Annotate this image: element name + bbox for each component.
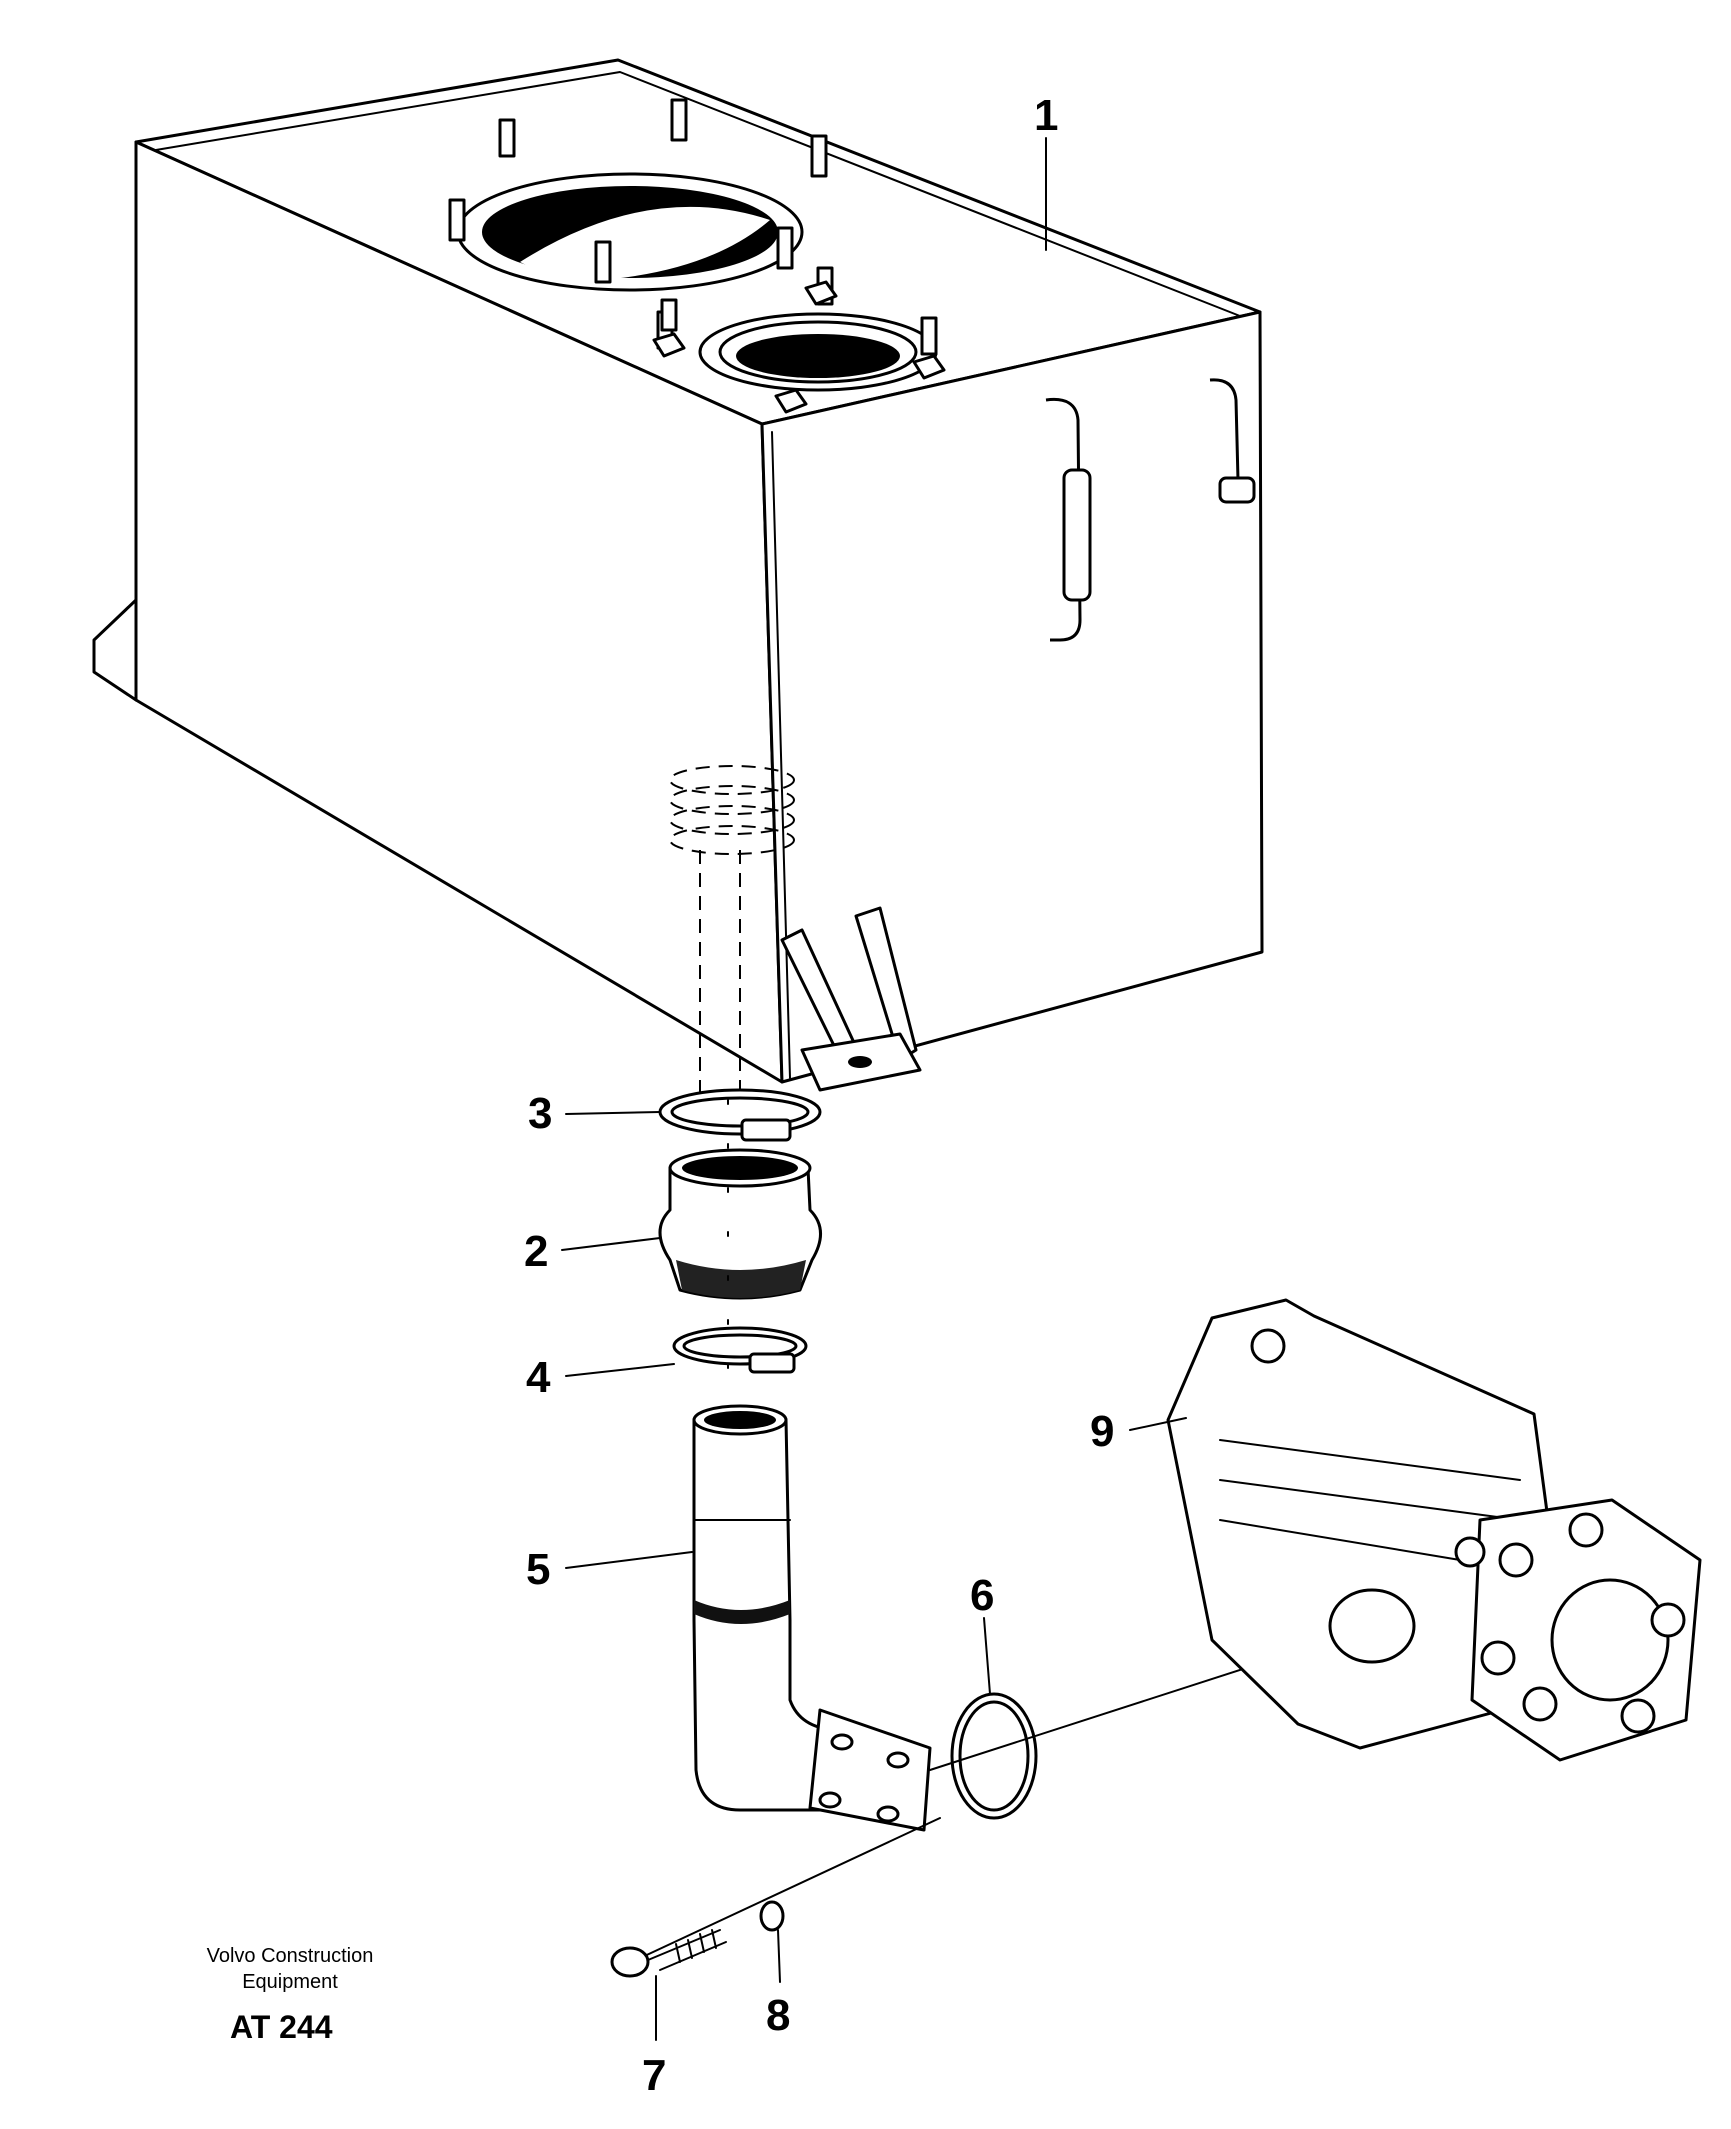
hose-clamp-upper [658, 1088, 822, 1142]
pump-bolts [1454, 1512, 1686, 1734]
spring-washer [759, 1900, 785, 1932]
brand-line-1: Volvo Construction [207, 1945, 374, 1967]
mounting-bracket [780, 906, 922, 1092]
hose-clamp-lower [672, 1326, 808, 1374]
callout-4: 4 [526, 1353, 551, 1402]
callouts: 1 3 2 4 5 6 9 8 7 [524, 91, 1187, 2100]
tank-front-face [760, 310, 1264, 1084]
title-block: Volvo Construction Equipment AT 244 [207, 1945, 374, 2045]
callout-1: 1 [1034, 91, 1058, 140]
drawing-code: AT 244 [230, 2009, 333, 2045]
callout-7: 7 [642, 2051, 666, 2100]
hydraulic-tank [92, 58, 1264, 1120]
callout-5: 5 [526, 1545, 550, 1594]
tank-base-ledge [92, 598, 138, 702]
callout-2: 2 [524, 1227, 548, 1276]
brand-line-2: Equipment [242, 1971, 338, 1993]
callout-9: 9 [1090, 1407, 1114, 1456]
stud-bolts [448, 98, 946, 414]
rubber-hose [658, 1148, 822, 1300]
callout-6: 6 [970, 1571, 994, 1620]
pipe-flange [808, 1708, 932, 1832]
hidden-strainer [669, 765, 795, 1120]
suction-pipe [692, 1404, 932, 1832]
level-sight-gauges [1045, 378, 1256, 642]
callout-8: 8 [766, 1991, 790, 2040]
flange-screw [610, 1929, 727, 1978]
o-ring [950, 1692, 1038, 1820]
hydraulic-pump [1166, 1298, 1702, 1762]
callout-3: 3 [528, 1089, 552, 1138]
